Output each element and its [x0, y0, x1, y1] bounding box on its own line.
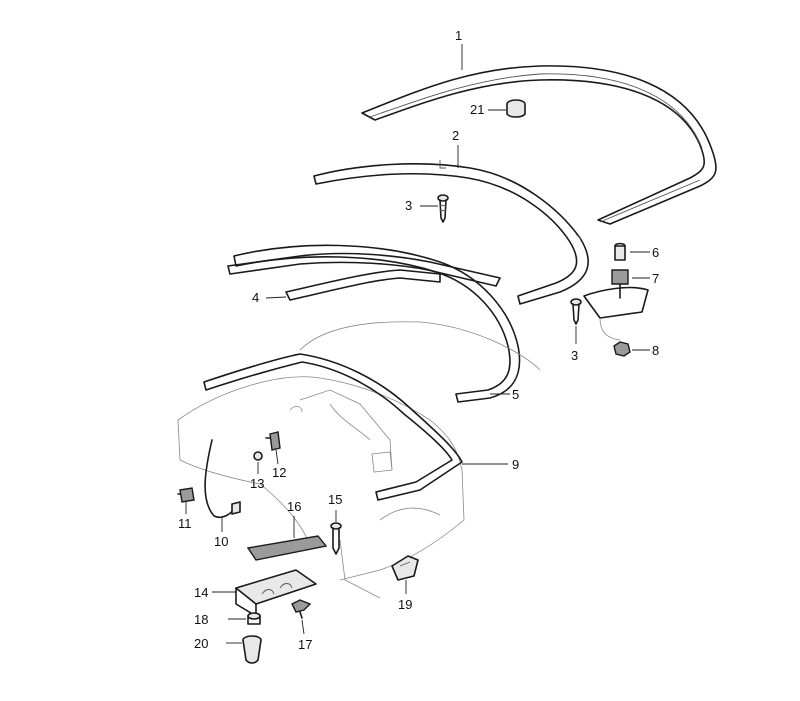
callout-19: 19 — [398, 597, 412, 612]
callout-21: 21 — [470, 102, 484, 117]
callout-2: 2 — [452, 128, 459, 143]
callout-7: 7 — [652, 271, 659, 286]
part-12-latch — [265, 431, 281, 465]
part-16-cover — [246, 516, 328, 561]
part-13-grommet — [253, 451, 263, 474]
part-1-roof-frame — [361, 44, 717, 225]
part-5-front-seal — [233, 244, 521, 403]
callout-5: 5 — [512, 387, 519, 402]
part-14-lock-bracket — [212, 569, 317, 617]
part-9-rear-seal — [203, 353, 508, 501]
part-21-cap — [488, 99, 526, 118]
callout-16: 16 — [287, 499, 301, 514]
callout-15: 15 — [328, 492, 342, 507]
part-17-clip — [291, 599, 312, 635]
part-6-stud — [614, 242, 650, 261]
part-11-clip — [177, 487, 195, 514]
callout-6: 6 — [652, 245, 659, 260]
part-7-bracket — [583, 269, 650, 341]
callout-11: 11 — [178, 516, 192, 531]
callout-8: 8 — [652, 343, 659, 358]
callout-10: 10 — [214, 534, 228, 549]
part-19-striker — [391, 555, 419, 594]
part-3-screw-upper — [420, 194, 449, 223]
callout-3-upper: 3 — [405, 198, 412, 213]
callout-17: 17 — [298, 637, 312, 652]
part-20-sleeve — [226, 635, 262, 664]
callout-3-lower: 3 — [571, 348, 578, 363]
part-18-bushing — [228, 612, 261, 625]
car-body-outline — [177, 321, 541, 599]
part-4-seal-strips — [227, 252, 501, 301]
callout-14: 14 — [194, 585, 208, 600]
callout-13: 13 — [250, 476, 264, 491]
callout-12: 12 — [272, 465, 286, 480]
callout-20: 20 — [194, 636, 208, 651]
callout-18: 18 — [194, 612, 208, 627]
part-15-pin — [330, 510, 342, 555]
part-10-cable — [204, 439, 241, 532]
callout-9: 9 — [512, 457, 519, 472]
callout-4: 4 — [252, 290, 259, 305]
part-8-nut — [613, 341, 650, 357]
part-3-screw-lower — [570, 298, 582, 344]
part-2-frame-rail — [313, 145, 589, 305]
callout-1: 1 — [455, 28, 462, 43]
